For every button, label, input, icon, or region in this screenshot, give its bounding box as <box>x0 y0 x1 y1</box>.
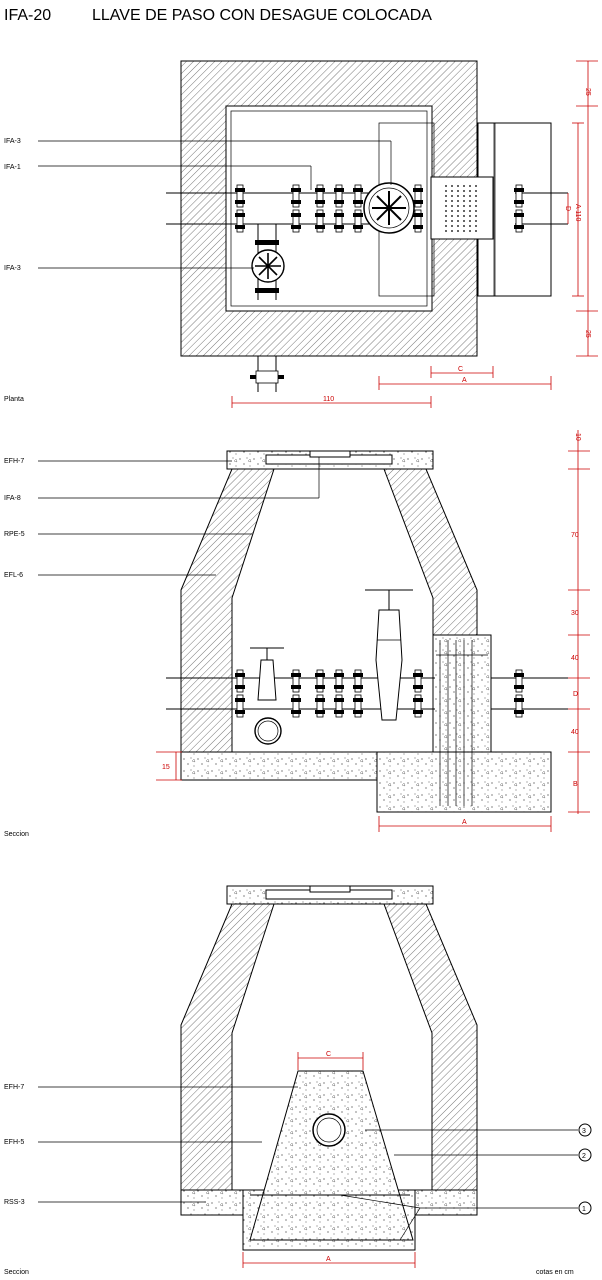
plan-caption: Planta <box>4 396 24 403</box>
section-base-slab <box>180 751 378 781</box>
section-dim-70: 70 <box>571 532 579 539</box>
section2-label-efh7: EFH-7 <box>4 1084 24 1091</box>
units-note: cotas en cm <box>536 1269 574 1276</box>
section-caption: Seccion <box>4 831 29 838</box>
section2-dim-a: A <box>326 1256 331 1263</box>
plan-dim-bottom: 25 <box>584 330 591 338</box>
section-dim-a: A <box>462 819 467 826</box>
callout-2: 2 <box>582 1153 586 1160</box>
drawing-title: LLAVE DE PASO CON DESAGUE COLOCADA <box>92 7 432 24</box>
plan-view: IFA-3 IFA-1 IFA-3 Planta 25 25 D A 110 C… <box>4 60 598 408</box>
section-dim-10: 10 <box>574 433 581 441</box>
drawing-code: IFA-20 <box>4 7 51 24</box>
section-label-rpe5: RPE-5 <box>4 531 25 538</box>
section2-pipe <box>312 1113 346 1147</box>
section-label-ifa8: IFA-8 <box>4 495 21 502</box>
plan-drain-box <box>477 122 552 297</box>
section-dim-40a: 40 <box>571 655 579 662</box>
section-dim-15: 15 <box>162 764 170 771</box>
section-view-2: EFH-7 EFH-5 RSS-3 3 2 1 C A Seccion cota… <box>4 885 592 1276</box>
section2-caption: Seccion <box>4 1269 29 1276</box>
section-label-efl6: EFL-6 <box>4 572 23 579</box>
plan-dim-a: A <box>462 377 467 384</box>
plan-label-ifa3-top: IFA-3 <box>4 138 21 145</box>
plan-dim-c: C <box>458 366 463 373</box>
section2-label-rss3: RSS-3 <box>4 1199 25 1206</box>
section-label-efh7: EFH-7 <box>4 458 24 465</box>
plan-dim-d: D <box>564 206 571 211</box>
section-dim-b: B <box>573 781 578 788</box>
plan-dim-top: 25 <box>584 88 591 96</box>
plan-dim-a110: A 110 <box>574 204 581 221</box>
section2-right-wall <box>383 903 478 1191</box>
section-drain-valve <box>257 659 277 701</box>
section-dim-30: 30 <box>571 610 579 617</box>
callout-1: 1 <box>582 1206 586 1213</box>
plan-grille <box>430 176 494 240</box>
section-main-valve <box>375 609 403 721</box>
section2-dim-c: C <box>326 1051 331 1058</box>
section2-label-efh5: EFH-5 <box>4 1139 24 1146</box>
section-left-wall <box>180 468 275 753</box>
plan-label-ifa3-bottom: IFA-3 <box>4 265 21 272</box>
section-drain-pipe <box>254 717 282 745</box>
section2-thrust-block <box>249 1070 414 1241</box>
section2-left-wall <box>180 903 275 1191</box>
plan-dim-width: 110 <box>323 396 334 403</box>
section-dim-d: D <box>573 691 578 698</box>
plan-label-ifa1: IFA-1 <box>4 164 21 171</box>
section-dim-40b: 40 <box>571 729 579 736</box>
section-view: EFH-7 IFA-8 RPE-5 EFL-6 Seccion 10 70 30… <box>4 430 590 838</box>
callout-3: 3 <box>582 1128 586 1135</box>
